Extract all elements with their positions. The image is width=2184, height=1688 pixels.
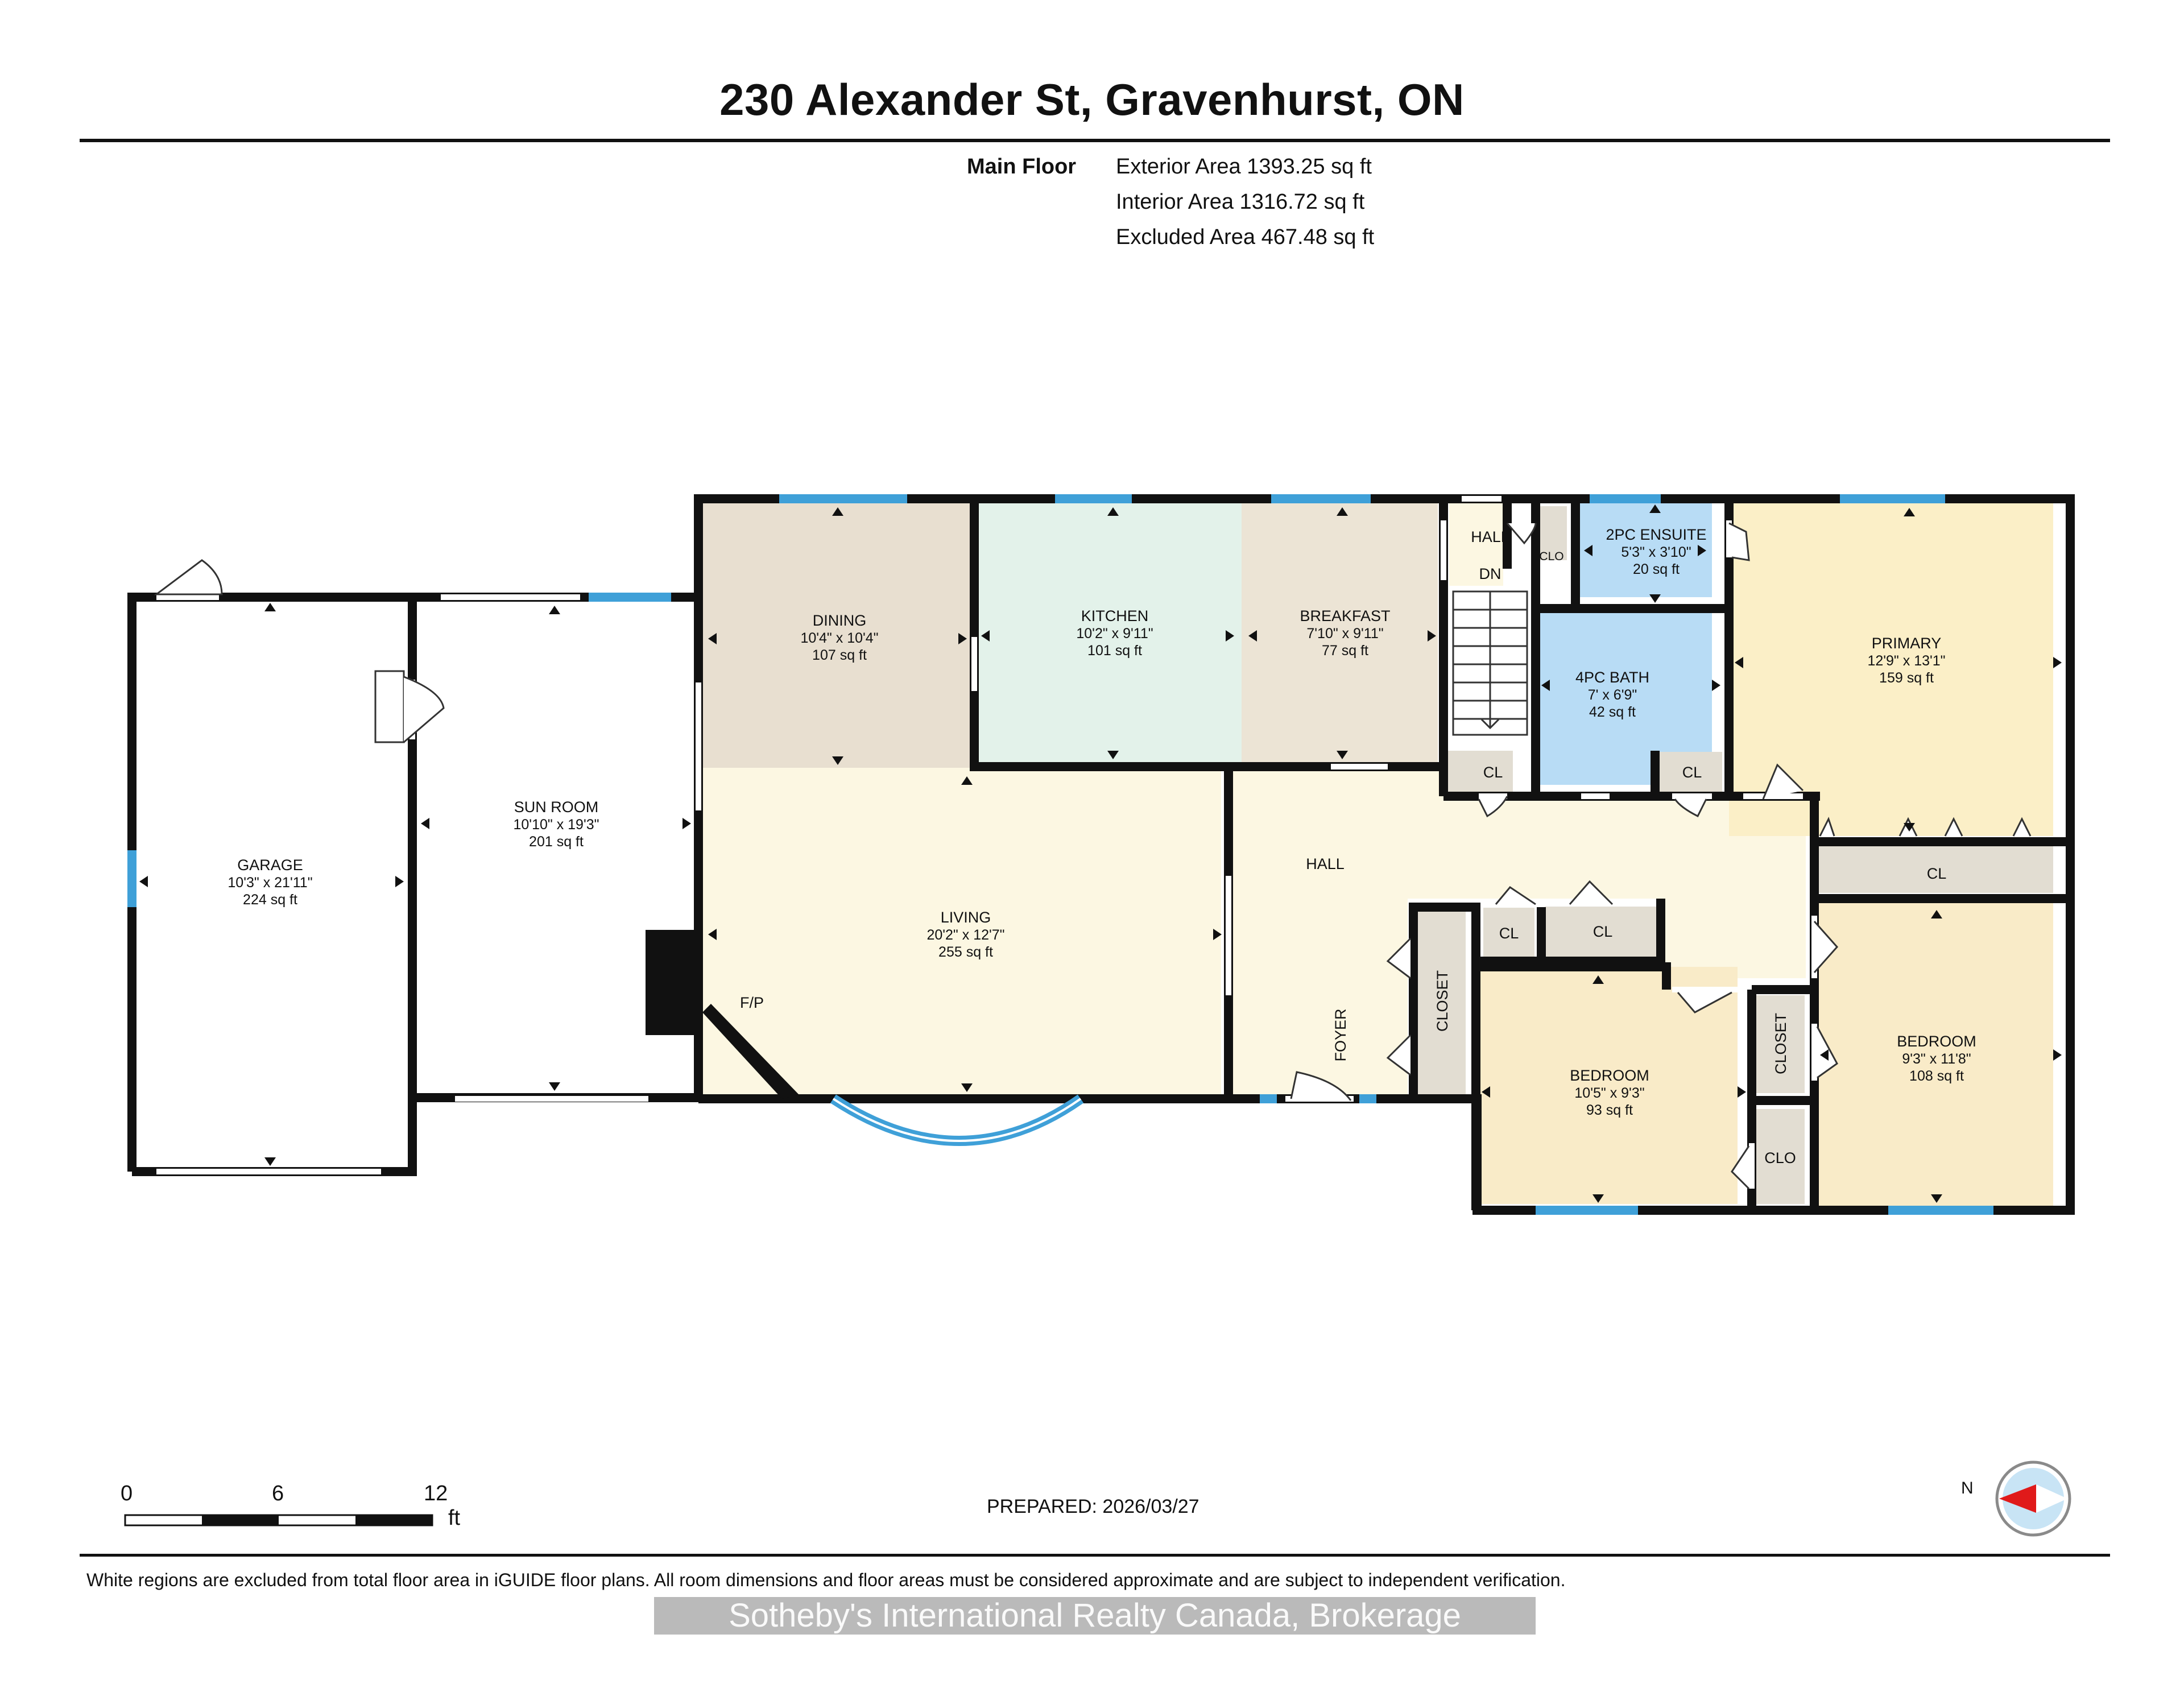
bedroom-clo-fill	[1756, 1109, 1805, 1204]
top-divider	[80, 139, 2110, 142]
prepared-date: PREPARED: 2026/03/27	[987, 1496, 1199, 1517]
scale-bar	[124, 1514, 433, 1526]
dining-name: DINING	[813, 612, 867, 629]
bedroom1-area: 93 sq ft	[1586, 1102, 1633, 1118]
stair-closet-fill	[1447, 751, 1513, 796]
ensuite-dims: 5'3" x 3'10"	[1621, 544, 1691, 560]
ensuite-area: 20 sq ft	[1633, 561, 1680, 577]
page-title: 230 Alexander St, Gravenhurst, ON	[719, 75, 1465, 125]
bottom-divider	[80, 1554, 2110, 1557]
hall-closet-small-fill	[1483, 908, 1534, 959]
bedroom1-dims: 10'5" x 9'3"	[1574, 1085, 1644, 1101]
living-name: LIVING	[941, 909, 991, 926]
exterior-area: Exterior Area 1393.25 sq ft	[1116, 155, 1372, 179]
hall-top-fill	[1449, 499, 1503, 586]
dining-area: 107 sq ft	[812, 647, 867, 663]
bedroom-clo-label: CLO	[1764, 1149, 1796, 1166]
dining-dims: 10'4" x 10'4"	[800, 630, 878, 646]
door-swings	[154, 522, 2032, 1190]
stair-closet-label: CL	[1483, 764, 1503, 781]
dimension-arrows	[139, 504, 2062, 1203]
hearth	[702, 1004, 799, 1099]
hall-fill	[1228, 768, 1806, 1095]
scale-label-0: 0	[121, 1482, 133, 1505]
compass-north-label: N	[1961, 1479, 1974, 1497]
garage-dims: 10'3" x 21'11"	[228, 875, 312, 891]
bay-window-inner	[832, 1098, 1082, 1142]
clo-top-label: CLO	[1539, 550, 1563, 563]
scale-label-12: 12	[424, 1482, 448, 1505]
hall-closet-label: CL	[1593, 923, 1613, 940]
garage-name: GARAGE	[237, 857, 303, 874]
down-label: DN	[1479, 565, 1502, 582]
bedroom-closet-label: CLOSET	[1772, 1013, 1789, 1074]
breakfast-dims: 7'10" x 9'11"	[1306, 626, 1383, 642]
ensuite-fill	[1580, 499, 1712, 597]
bedroom2-dims: 9'3" x 11'8"	[1902, 1051, 1971, 1067]
garage-area: 224 sq ft	[243, 892, 297, 908]
living-dims: 20'2" x 12'7"	[926, 927, 1004, 943]
breakfast-area: 77 sq ft	[1322, 643, 1368, 659]
bedroom2-area: 108 sq ft	[1909, 1068, 1964, 1084]
bedroom2-name: BEDROOM	[1897, 1033, 1976, 1050]
fireplace-label: F/P	[740, 994, 764, 1011]
sunroom-name: SUN ROOM	[514, 799, 599, 816]
primary-closet-label: CL	[1927, 865, 1947, 882]
bath-area: 42 sq ft	[1589, 704, 1636, 720]
floor-label: Main Floor	[967, 155, 1077, 179]
fireplace	[646, 930, 698, 1035]
breakfast-name: BREAKFAST	[1300, 607, 1390, 624]
bath-closet-fill	[1660, 752, 1722, 796]
kitchen-fill	[974, 503, 1242, 762]
sunroom-dims: 10'10" x 19'3"	[513, 817, 599, 833]
ensuite-name: 2PC ENSUITE	[1606, 526, 1706, 543]
bedroom2-fill	[1811, 901, 2053, 1206]
hall-closet-small-label: CL	[1499, 925, 1519, 942]
excluded-area: Excluded Area 467.48 sq ft	[1116, 225, 1375, 249]
foyer-closet-fill	[1413, 909, 1466, 1095]
bath-name: 4PC BATH	[1575, 669, 1649, 686]
foyer-closet-label: CLOSET	[1434, 970, 1451, 1032]
kitchen-dims: 10'2" x 9'11"	[1076, 626, 1153, 642]
primary-name: PRIMARY	[1872, 635, 1942, 652]
dining-fill	[702, 503, 970, 768]
foyer-label: FOYER	[1332, 1008, 1349, 1061]
hall-label: HALL	[1306, 855, 1345, 872]
living-area: 255 sq ft	[938, 944, 993, 960]
primary-closet-fill	[1814, 842, 2053, 893]
kitchen-name: KITCHEN	[1081, 607, 1149, 624]
scale-unit: ft	[448, 1506, 461, 1530]
bedroom-closet-fill	[1756, 995, 1805, 1093]
primary-dims: 12'9" x 13'1"	[1867, 653, 1945, 669]
interior-area: Interior Area 1316.72 sq ft	[1116, 190, 1365, 214]
bath-closet-label: CL	[1682, 764, 1702, 781]
breakfast-fill	[1242, 503, 1438, 762]
bath-dims: 7' x 6'9"	[1588, 687, 1637, 703]
hall-closet-fill	[1545, 907, 1661, 959]
sunroom-area: 201 sq ft	[529, 834, 584, 850]
living-fill	[702, 768, 1221, 1095]
scale-label-6: 6	[272, 1482, 284, 1505]
watermark: Sotheby's International Realty Canada, B…	[654, 1597, 1536, 1635]
bedroom1-name: BEDROOM	[1570, 1067, 1649, 1084]
compass-icon	[1995, 1461, 2071, 1537]
stairs	[1452, 590, 1528, 736]
disclaimer: White regions are excluded from total fl…	[86, 1570, 1566, 1590]
kitchen-area: 101 sq ft	[1087, 643, 1142, 659]
primary-area: 159 sq ft	[1879, 670, 1934, 686]
hall-top-label: HALL	[1471, 528, 1509, 545]
